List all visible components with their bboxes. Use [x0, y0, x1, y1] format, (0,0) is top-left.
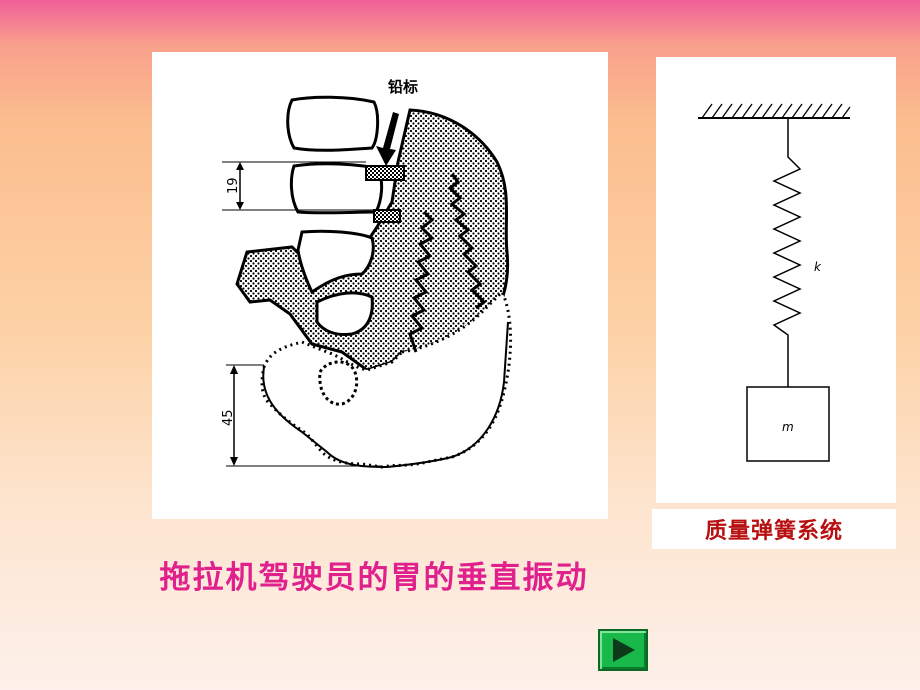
- dimension-45: 45: [221, 364, 382, 467]
- spring-system-caption: 质量弹簧系统: [652, 509, 896, 549]
- spring-constant-label: k: [814, 260, 822, 274]
- spring-diagram-panel: k m: [656, 57, 896, 503]
- lead-marker-block-lower: [373, 209, 401, 223]
- serrated-edge-right: [447, 173, 487, 310]
- mass-label: m: [782, 420, 794, 434]
- vertebra-lower: [296, 229, 375, 295]
- mass-spring-diagram: k m: [698, 103, 851, 462]
- serrated-edge-middle: [408, 210, 435, 353]
- ceiling-support: [698, 103, 851, 119]
- lower-lobe: [318, 360, 359, 406]
- dimension-45-label: 45: [221, 409, 236, 426]
- vertebra-bottom: [315, 291, 374, 336]
- spring: [772, 118, 802, 387]
- next-slide-button[interactable]: [598, 629, 648, 671]
- lead-marker-label: 铅标: [388, 78, 418, 96]
- dimension-19-label: 19: [226, 177, 241, 194]
- dimension-19: 19: [222, 161, 374, 211]
- stomach-diagram: 铅标 19 45: [221, 78, 513, 469]
- lead-marker-block: [365, 165, 405, 181]
- mass-block: [746, 386, 830, 462]
- stomach-diagram-panel: 铅标 19 45: [152, 52, 608, 519]
- main-caption: 拖拉机驾驶员的胃的垂直振动: [159, 559, 589, 596]
- lead-marker-arrow: [376, 112, 399, 166]
- vertebra-top: [286, 95, 380, 152]
- stomach-outline: [260, 289, 513, 469]
- play-triangle-icon: [613, 638, 635, 662]
